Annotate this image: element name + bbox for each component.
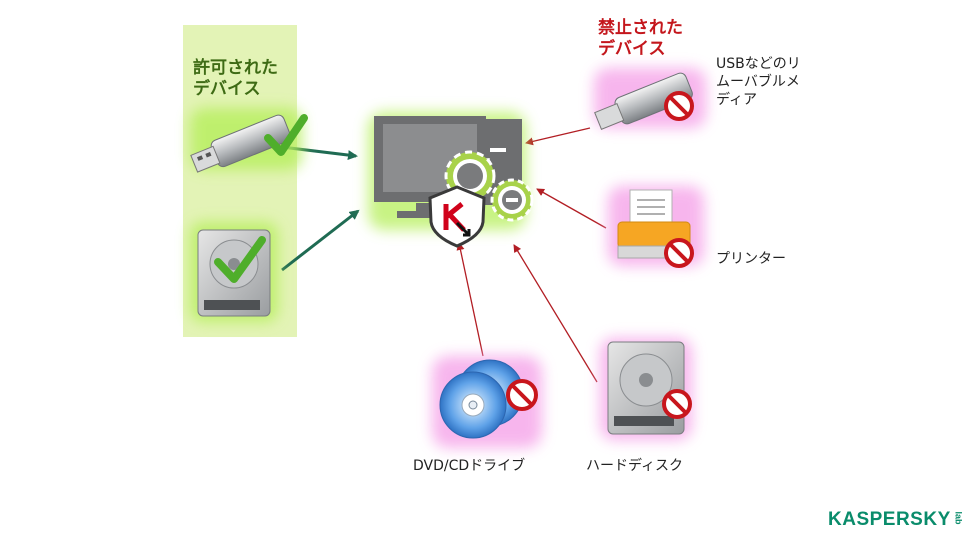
blocked-printer [608,186,704,268]
prohibited-icon [664,91,694,121]
kaspersky-lab-logo: KASPERSKY lab [828,509,965,531]
allowed-title-line1: 許可された [193,58,278,78]
usb-label: USBなどのリ ムーバブルメ ディア [716,55,826,109]
allowed-title-line2: デバイス [193,79,261,99]
blocked-usb-drive [594,68,706,130]
dvd-cd-label: DVD/CDドライブ [413,458,526,474]
check-icon [264,114,308,156]
logo-sub: lab [953,511,964,525]
usb-label-line3: ディア [716,92,758,108]
protected-computer [368,112,534,248]
blocked-dvd-cd-drive [432,356,542,448]
kaspersky-shield-icon [428,185,486,248]
allowed-hard-disk [190,222,278,322]
blocked-hard-disk [600,338,692,440]
check-icon [214,236,266,283]
prohibited-icon [506,379,538,411]
allowed-hdd-arrow [281,209,360,272]
printer-label: プリンター [716,251,786,267]
blocked-title-line2: デバイス [598,39,666,59]
allowed-usb-drive [190,108,308,173]
blocked-devices-title: 禁止された デバイス [598,18,683,60]
usb-label-line1: USBなどのリ [716,56,801,72]
blocked-arrows [456,127,607,383]
blocked-hdd-arrow [513,244,598,383]
blocked-usb-arrow [525,127,591,146]
logo-text: KASPERSKY [828,509,951,530]
blocked-title-line1: 禁止された [598,18,683,38]
prohibited-icon [664,238,694,268]
blocked-printer-arrow [536,188,607,229]
usb-label-line2: ムーバブルメ [716,74,800,90]
hard-disk-label: ハードディスク [586,458,684,474]
allowed-devices-title: 許可された デバイス [193,58,278,100]
prohibited-icon [662,389,692,419]
blocked-disc-arrow [456,242,484,357]
